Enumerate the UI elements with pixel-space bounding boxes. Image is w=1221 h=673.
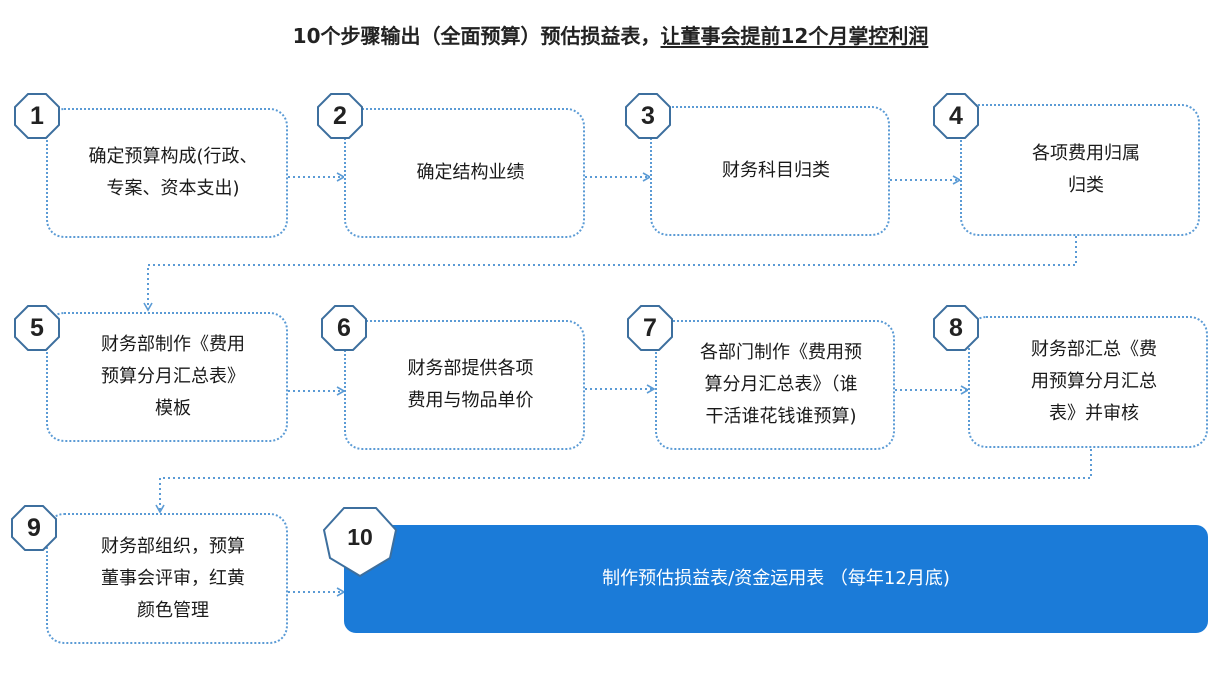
octagon-icon [14, 305, 60, 351]
step-4-badge: 4 [932, 92, 980, 140]
step-1-box: 确定预算构成(行政、专案、资本支出) [46, 108, 288, 238]
step-1-number: 1 [30, 101, 44, 130]
step-8-line2: 用预算分月汇总 [1031, 371, 1157, 392]
step-6-number: 6 [337, 313, 351, 342]
step-5-badge: 5 [13, 304, 61, 352]
step-4-line2: 归类 [1068, 175, 1104, 196]
step-9-box: 财务部组织，预算董事会评审，红黄颜色管理 [46, 513, 288, 644]
step-3-line1: 财务科目归类 [722, 160, 830, 181]
step-6-line2: 费用与物品单价 [407, 390, 534, 411]
step-5-line1: 财务部制作《费用 [101, 334, 245, 355]
step-2-badge: 2 [316, 92, 364, 140]
step-9-badge: 9 [10, 504, 58, 552]
step-10-line1: 制作预估损益表/资金运用表 （每年12月底) [602, 568, 950, 589]
step-7-line2: 算分月汇总表》（谁 [704, 374, 858, 395]
step-5-line2: 预算分月汇总表》 [101, 366, 245, 387]
octagon-icon [321, 305, 367, 351]
step-6-line1: 财务部提供各项 [407, 358, 534, 379]
step-2-box: 确定结构业绩 [344, 108, 585, 238]
octagon-icon [11, 505, 57, 551]
step-3-box: 财务科目归类 [650, 106, 890, 236]
step-7-badge: 7 [626, 304, 674, 352]
step-8-number: 8 [949, 313, 963, 342]
step-8-box: 财务部汇总《费用预算分月汇总表》并审核 [968, 316, 1208, 448]
octagon-icon [317, 93, 363, 139]
step-5-line3: 模板 [155, 398, 191, 419]
step-5-box: 财务部制作《费用预算分月汇总表》模板 [46, 312, 288, 442]
step-10-badge: 10 [322, 506, 398, 578]
step-7-number: 7 [643, 313, 657, 342]
step-4-number: 4 [949, 101, 963, 130]
step-8-line1: 财务部汇总《费 [1031, 339, 1157, 360]
title-prefix: 10个步骤输出（全面预算）预估损益表， [292, 24, 661, 48]
arrow-8-9 [155, 449, 1092, 514]
step-3-number: 3 [641, 101, 655, 130]
step-7-box: 各部门制作《费用预算分月汇总表》（谁干活谁花钱谁预算) [655, 320, 895, 450]
step-10-number: 10 [347, 523, 373, 550]
octagon-icon [625, 93, 671, 139]
heptagon-icon [322, 507, 398, 578]
step-8-line3: 表》并审核 [1049, 403, 1139, 424]
arrow-4-5 [143, 236, 1077, 312]
step-2-number: 2 [333, 101, 347, 130]
step-7-line3: 干活谁花钱谁预算) [705, 406, 857, 427]
step-10-box: 制作预估损益表/资金运用表 （每年12月底) [344, 525, 1208, 633]
step-6-badge: 6 [320, 304, 368, 352]
step-2-line1: 确定结构业绩 [416, 162, 525, 183]
step-1-line2: 专案、资本支出) [106, 178, 240, 199]
title-underlined: 让董事会提前12个月掌控利润 [660, 24, 929, 48]
octagon-icon [933, 305, 979, 351]
diagram-title: 10个步骤输出（全面预算）预估损益表，让董事会提前12个月掌控利润 [0, 20, 1221, 49]
octagon-icon [933, 93, 979, 139]
step-4-box: 各项费用归属归类 [960, 104, 1200, 236]
step-9-line1: 财务部组织，预算 [101, 535, 245, 557]
step-7-line1: 各部门制作《费用预 [700, 342, 862, 363]
step-1-line1: 确定预算构成(行政、 [88, 146, 258, 167]
step-8-badge: 8 [932, 304, 980, 352]
step-4-line1: 各项费用归属 [1032, 143, 1140, 164]
step-5-number: 5 [30, 313, 44, 342]
step-3-badge: 3 [624, 92, 672, 140]
step-1-badge: 1 [13, 92, 61, 140]
octagon-icon [627, 305, 673, 351]
octagon-icon [14, 93, 60, 139]
step-6-box: 财务部提供各项费用与物品单价 [344, 320, 585, 450]
step-9-number: 9 [27, 513, 41, 542]
step-9-line3: 颜色管理 [137, 599, 209, 621]
step-9-line2: 董事会评审，红黄 [101, 567, 245, 589]
